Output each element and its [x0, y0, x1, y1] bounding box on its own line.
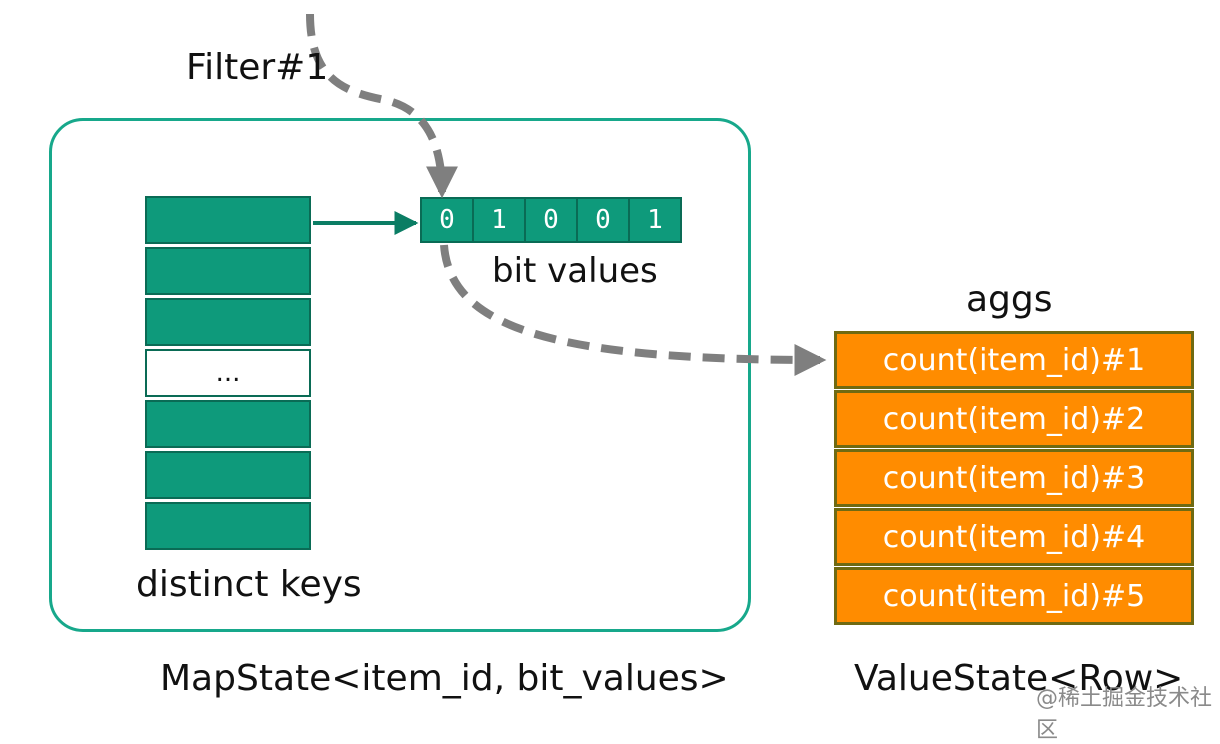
- arrows-layer: [306, 13, 827, 376]
- distinct-keys-column: ...: [145, 196, 311, 553]
- bit-values-label: bit values: [492, 251, 658, 291]
- filter-label: Filter#1: [186, 47, 329, 88]
- filter-arrow: [306, 13, 458, 199]
- key-cell: [145, 451, 311, 499]
- key-cell: [145, 298, 311, 346]
- distinct-keys-label: distinct keys: [136, 564, 362, 605]
- mapstate-container: [49, 118, 751, 632]
- watermark: @稀土掘金技术社区: [1036, 686, 1213, 743]
- agg-cell: count(item_id)#2: [834, 390, 1194, 448]
- aggs-column: count(item_id)#1 count(item_id)#2 count(…: [834, 331, 1194, 626]
- bit-cell: 1: [628, 197, 682, 243]
- agg-cell: count(item_id)#3: [834, 449, 1194, 507]
- key-cell: [145, 400, 311, 448]
- bits-to-aggs-arrow: [440, 244, 827, 376]
- valuestate-label: ValueState<Row>: [854, 658, 1184, 699]
- agg-cell: count(item_id)#5: [834, 567, 1194, 625]
- aggs-label: aggs: [966, 279, 1053, 320]
- key-cell: [145, 502, 311, 550]
- agg-cell: count(item_id)#4: [834, 508, 1194, 566]
- key-cell: [145, 247, 311, 295]
- mapstate-label: MapState<item_id, bit_values>: [160, 658, 729, 699]
- bit-cell: 1: [472, 197, 526, 243]
- agg-cell: count(item_id)#1: [834, 331, 1194, 389]
- key-cell: [145, 196, 311, 244]
- key-cell-ellipsis: ...: [145, 349, 311, 397]
- bit-cell: 0: [524, 197, 578, 243]
